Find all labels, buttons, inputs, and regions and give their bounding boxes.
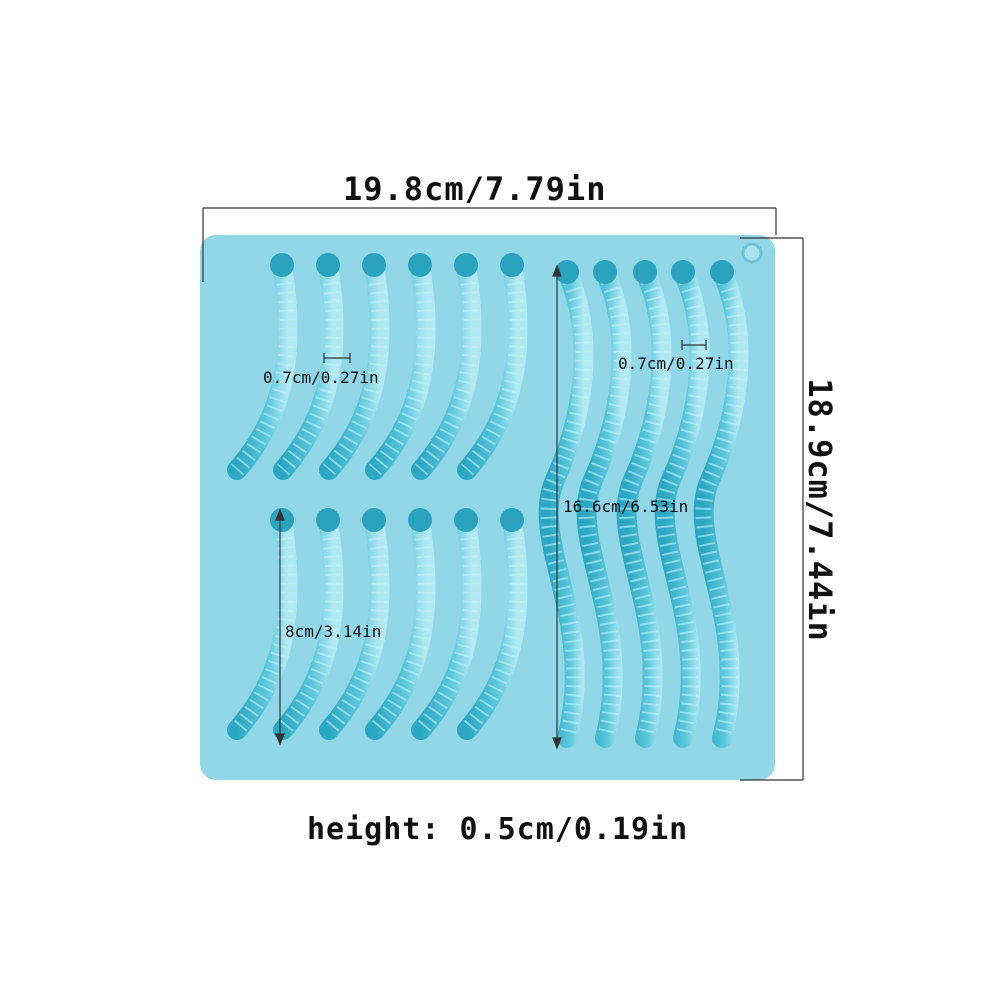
- worm-head: [408, 253, 432, 277]
- worm-cavity: [319, 510, 390, 740]
- hanging-hole: [741, 242, 763, 264]
- worm-head: [316, 508, 340, 532]
- worm-cavity: [227, 510, 298, 740]
- worm-width-label-right: 0.7cm/0.27in: [618, 354, 734, 373]
- worm-head: [362, 253, 386, 277]
- worm-cavity: [576, 262, 632, 748]
- worm-head: [710, 260, 734, 284]
- worm-cavity: [616, 262, 672, 748]
- worm-cavity: [365, 510, 436, 740]
- worm-cavity: [411, 510, 482, 740]
- width-label: 19.8cm/7.79in: [343, 170, 607, 208]
- worm-head: [671, 260, 695, 284]
- worm-cavity: [693, 262, 749, 748]
- worm-head: [408, 508, 432, 532]
- worm-segments: [230, 263, 296, 476]
- depth-label: 18.9cm/7.44in: [801, 378, 839, 642]
- worm-head: [316, 253, 340, 277]
- height-label: height: 0.5cm/0.19in: [307, 812, 689, 847]
- worm-width-arrow-left: [323, 353, 351, 363]
- worm-segments: [460, 263, 526, 476]
- worm-width-arrow-right: [681, 340, 707, 350]
- worm-cavity: [457, 510, 528, 740]
- worm-cavity: [538, 262, 594, 748]
- worm-head: [454, 508, 478, 532]
- worm-head: [454, 253, 478, 277]
- worm-head: [500, 253, 524, 277]
- worm-head: [270, 253, 294, 277]
- worm-segments: [414, 263, 480, 476]
- worm-segments: [276, 263, 342, 476]
- worm-head: [555, 260, 579, 284]
- worm-head: [362, 508, 386, 532]
- worm-segments: [322, 263, 388, 476]
- short-worm-length-label: 8cm/3.14in: [285, 622, 382, 641]
- worm-head: [500, 508, 524, 532]
- long-worm-length-label: 16.6cm/6.53in: [563, 497, 689, 516]
- worm-width-label-left: 0.7cm/0.27in: [263, 368, 379, 387]
- worm-cavity: [273, 510, 344, 740]
- worm-head: [593, 260, 617, 284]
- worm-head: [633, 260, 657, 284]
- silicone-mold: [200, 235, 775, 780]
- worm-segments: [368, 263, 434, 476]
